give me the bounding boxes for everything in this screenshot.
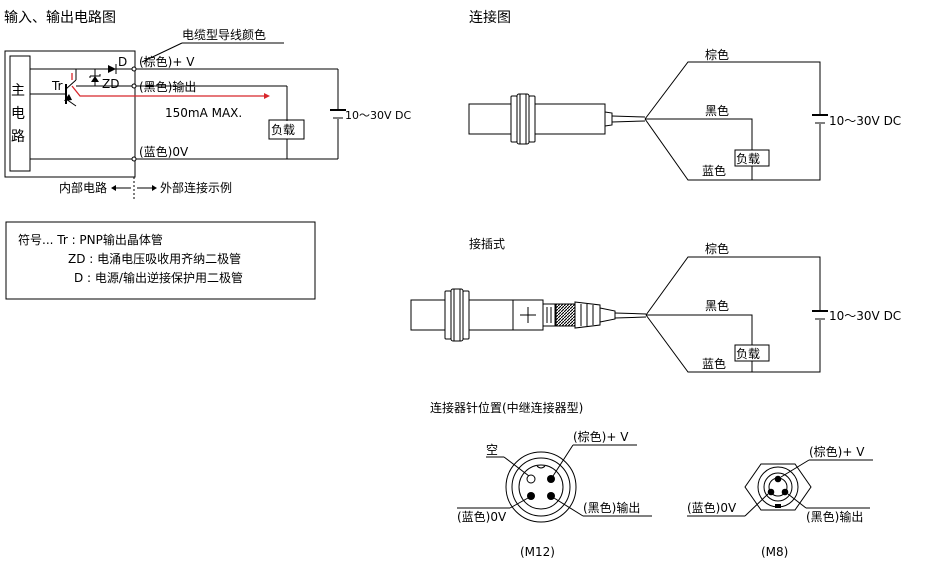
m12-connector-face xyxy=(505,451,577,523)
connection-title: 连接图 xyxy=(469,9,511,26)
dc-supply-symbol-cable xyxy=(812,114,828,124)
load-box-cable xyxy=(734,149,770,167)
internal-circuit-label: 内部电路 xyxy=(59,180,107,195)
main-circuit-char-2: 电 xyxy=(11,106,25,122)
m8-connector-face xyxy=(744,463,812,511)
main-circuit-char-3: 路 xyxy=(11,129,25,145)
blue-label-cable: 蓝色 xyxy=(702,164,726,178)
main-circuit-block xyxy=(9,55,31,172)
external-example-label: 外部连接示例 xyxy=(160,180,232,195)
wire-black-label: (黑色)输出 xyxy=(139,79,196,94)
plug-type-title: 接插式 xyxy=(469,236,505,251)
symbol-legend-box xyxy=(5,221,316,300)
tr-label: Tr xyxy=(51,79,63,93)
load-box-left xyxy=(268,119,305,140)
black-label-plug: 黑色 xyxy=(705,299,729,313)
m8-pin-blue-label: (蓝色)0V xyxy=(687,501,737,515)
pnp-transistor-symbol xyxy=(64,69,77,107)
m12-pin-brown-label: (棕色)+ V xyxy=(573,429,629,444)
zd-label: ZD xyxy=(102,77,119,91)
internal-circuit-box xyxy=(4,50,136,178)
load-box-plug xyxy=(734,344,770,362)
protection-diode-symbol xyxy=(108,64,117,74)
m12-pin-black-label: (黑色)输出 xyxy=(583,500,640,515)
legend-tr: 符号... Tr : PNP输出晶体管 xyxy=(18,232,163,247)
m8-pin-black-label: (黑色)输出 xyxy=(806,509,863,524)
main-circuit-char-1: 主 xyxy=(11,83,25,99)
supply-label-plug: 10～30V DC xyxy=(829,309,901,323)
cable-type-label: 电缆型导线颜色 xyxy=(182,27,266,42)
sensor-cable-type xyxy=(468,93,646,145)
load-label-left: 负载 xyxy=(271,123,295,137)
load-label-plug: 负载 xyxy=(736,347,760,361)
supply-label-cable: 10～30V DC xyxy=(829,114,901,128)
wire-blue-label: (蓝色)0V xyxy=(139,145,189,159)
pin-position-title: 连接器针位置(中继连接器型) xyxy=(430,400,583,415)
current-limit-label: 150mA MAX. xyxy=(165,106,242,120)
dc-supply-symbol-left xyxy=(330,109,346,119)
m8-label: (M8) xyxy=(761,545,788,559)
wire-brown-label: (棕色)+ V xyxy=(139,54,195,69)
black-label-cable: 黑色 xyxy=(705,104,729,118)
supply-label-left: 10～30V DC xyxy=(345,109,411,122)
blue-label-plug: 蓝色 xyxy=(702,357,726,371)
d-label: D xyxy=(118,55,127,69)
brown-label-cable: 棕色 xyxy=(705,47,729,62)
legend-zd: ZD : 电涌电压吸收用齐纳二极管 xyxy=(68,251,241,266)
m8-pin-brown-label: (棕色)+ V xyxy=(809,444,865,459)
m12-pin-blue-label: (蓝色)0V xyxy=(457,510,507,524)
m12-label: (M12) xyxy=(520,545,555,559)
pin-empty-label: 空 xyxy=(486,443,498,457)
load-label-cable: 负载 xyxy=(736,152,760,166)
sensor-plug-type xyxy=(410,288,647,342)
current-path xyxy=(71,73,264,97)
dc-supply-symbol-plug xyxy=(812,310,828,320)
brown-label-plug: 棕色 xyxy=(705,241,729,256)
legend-d: D : 电源/输出逆接保护用二极管 xyxy=(74,270,243,285)
zener-diode-symbol xyxy=(89,69,101,86)
io-circuit-title: 输入、输出电路图 xyxy=(4,10,116,26)
